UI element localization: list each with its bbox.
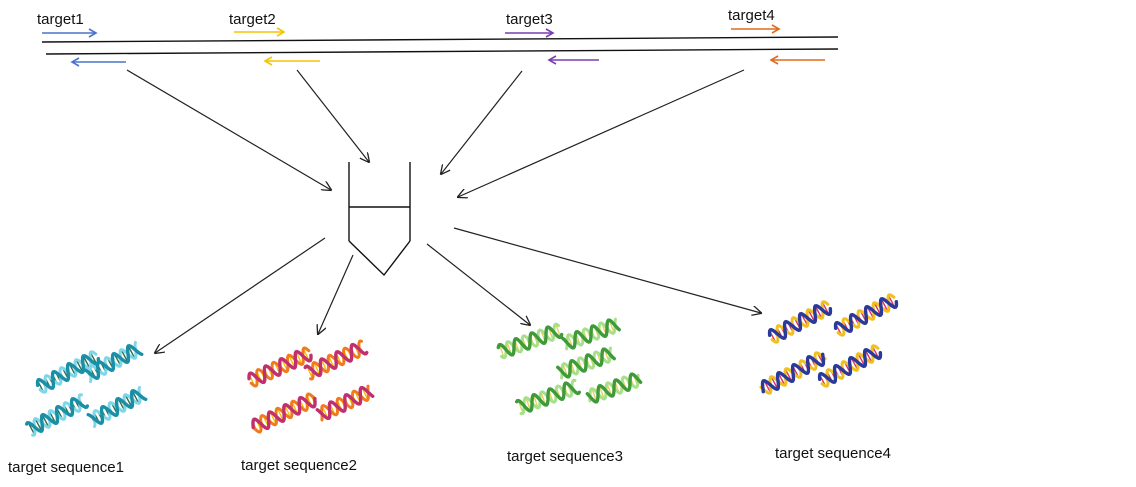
arrow-to-tube-4: [458, 69, 745, 197]
dna-helix-icon: [303, 339, 369, 381]
dna-helix-icon: [315, 384, 375, 422]
forward-primer-4: [731, 24, 781, 34]
arrow-to-sequence-3: [426, 243, 530, 325]
dna-strand-bottom: [45, 48, 839, 55]
forward-primer-3: [505, 28, 555, 38]
dna-helix-icon: [24, 393, 90, 437]
arrow-to-tube-3: [441, 70, 523, 174]
dna-helix-icon: [561, 317, 621, 351]
target4-label: target4: [728, 7, 775, 24]
reverse-primer-1: [70, 57, 126, 67]
target2-label: target2: [229, 11, 276, 28]
sequence2-label: target sequence2: [241, 457, 357, 474]
target1-label: target1: [37, 11, 84, 28]
dna-helix-cluster-1: [24, 340, 148, 437]
dna-helix-icon: [35, 350, 101, 394]
dna-helix-icon: [767, 300, 833, 344]
forward-primer-1: [42, 28, 98, 38]
dna-helix-icon: [496, 322, 564, 360]
arrow-to-sequence-2: [318, 254, 354, 334]
dna-helix-icon: [86, 385, 148, 429]
arrow-to-sequence-4: [453, 227, 761, 313]
arrow-to-tube-2: [296, 69, 369, 162]
dna-helix-cluster-3: [496, 317, 643, 416]
dna-helix-icon: [82, 340, 144, 384]
reverse-primer-3: [547, 55, 599, 65]
dna-helix-icon: [515, 378, 581, 416]
reverse-primer-4: [769, 55, 825, 65]
pcr-tube-icon: [348, 162, 411, 277]
dna-helix-icon: [251, 392, 317, 434]
target3-label: target3: [506, 11, 553, 28]
sequence3-label: target sequence3: [507, 448, 623, 465]
dna-helix-cluster-4: [759, 293, 899, 395]
dna-helix-icon: [585, 372, 643, 404]
dna-strand-top: [41, 36, 839, 43]
reverse-primer-2: [263, 56, 320, 66]
forward-primer-2: [234, 27, 286, 37]
sequence1-label: target sequence1: [8, 459, 124, 476]
dna-helix-cluster-2: [247, 339, 375, 434]
dna-helix-icon: [556, 346, 616, 380]
arrow-to-sequence-1: [155, 237, 326, 353]
sequence4-label: target sequence4: [775, 445, 891, 462]
arrow-to-tube-1: [126, 69, 331, 190]
dna-helix-icon: [833, 293, 899, 337]
dna-helix-icon: [817, 344, 883, 388]
dna-helix-icon: [759, 351, 827, 395]
dna-helix-icon: [247, 346, 313, 388]
